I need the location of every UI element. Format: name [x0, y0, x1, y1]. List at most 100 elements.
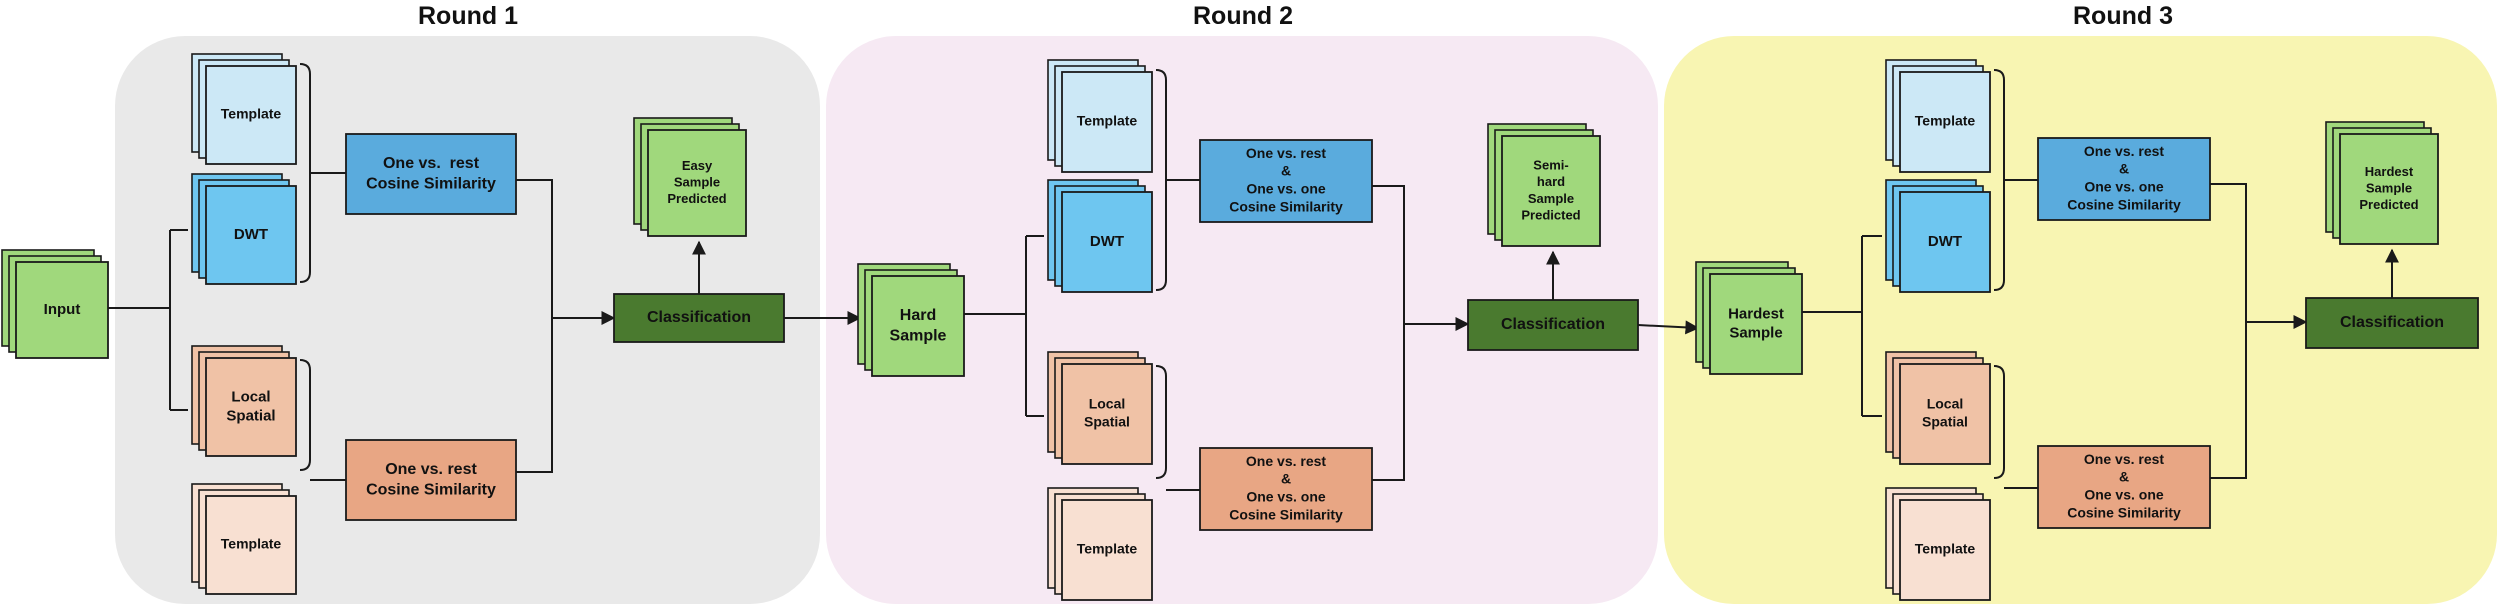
r1-predicted-stack-label-line-2: Sample: [674, 174, 720, 189]
input-stack-label: Input: [44, 301, 81, 318]
r1-template-top-stack-label: Template: [221, 106, 282, 122]
r3-blue-similarity-box-label-line-4: Cosine Similarity: [2067, 197, 2181, 213]
r3-dwt-stack-card: [1899, 191, 1991, 293]
r1-blue-similarity-box-label-line-1: One vs. rest: [383, 155, 480, 172]
r3-template-top-stack-label: Template: [1915, 113, 1976, 129]
r3-dwt-stack: DWT: [1885, 179, 1991, 293]
round-3-title: Round 3: [2073, 2, 2173, 30]
round-2-title: Round 2: [1193, 2, 1293, 30]
r3-sample-stack-label-line-2: Sample: [1729, 325, 1782, 342]
r2-predicted-stack-label-line-4: Predicted: [1521, 207, 1580, 222]
r3-template-bottom-stack-card: [1899, 499, 1991, 601]
r2-template-bottom-stack-label: Template: [1077, 541, 1138, 557]
r2-template-top-stack-label: Template: [1077, 113, 1138, 129]
r3-predicted-stack-label-line-1: Hardest: [2365, 164, 2414, 179]
r2-line-merge: [1372, 185, 1405, 481]
r2-blue-similarity-box-rect: [1199, 139, 1373, 223]
r3-sample-stack-card: [1709, 273, 1803, 375]
r1-local-spatial-stack-card: [205, 357, 297, 457]
r1-template-top-stack-card: [205, 65, 297, 165]
r3-classification-box: Classification: [2305, 297, 2479, 349]
r1-peach-similarity-box-label-line-2: Cosine Similarity: [366, 481, 496, 498]
r2-template-bottom-stack: Template: [1047, 487, 1153, 601]
r3-peach-similarity-box-label-line-3: One vs. one: [2084, 487, 2164, 503]
r2-local-spatial-stack-label-line-2: Spatial: [1084, 414, 1130, 430]
r1-local-spatial-stack-label-line-1: Local: [231, 388, 270, 405]
r2-predicted-stack-label-line-3: Sample: [1528, 191, 1574, 206]
r1-predicted-stack-card: [647, 129, 747, 237]
round-2-panel: [826, 36, 1658, 604]
r3-dwt-stack-label: DWT: [1928, 233, 1962, 250]
r1-template-bottom-stack-card: [205, 495, 297, 595]
r3-classification-box-label: Classification: [2340, 314, 2444, 331]
r1-local-spatial-stack-label-line-2: Spatial: [226, 408, 275, 425]
input-stack-card: [15, 261, 109, 359]
r3-peach-similarity-box-rect: [2037, 445, 2211, 529]
r3-peach-similarity-box-label-line-2: &: [2119, 469, 2129, 485]
r3-line-merge: [2210, 183, 2247, 479]
r1-template-bottom-stack: Template: [191, 483, 297, 595]
r1-peach-similarity-box-label-line-1: One vs. rest: [385, 461, 477, 478]
line-r2-to-r3: [1637, 320, 1700, 335]
r2-local-spatial-stack-card: [1061, 363, 1153, 465]
r2-blue-similarity-box-label-line-4: Cosine Similarity: [1229, 199, 1343, 215]
r2-sample-stack-label-line-2: Sample: [890, 327, 947, 344]
r3-local-spatial-stack-label-line-1: Local: [1927, 396, 1964, 412]
r2-peach-similarity-box-rect: [1199, 447, 1373, 531]
round-3-panel: [1664, 36, 2497, 604]
r1-dwt-stack-label: DWT: [234, 226, 268, 243]
r1-classification-box-rect: [613, 293, 785, 343]
r3-blue-similarity-box-label-line-3: One vs. one: [2084, 179, 2164, 195]
r1-predicted-stack-label-line-3: Predicted: [667, 191, 726, 206]
r2-local-spatial-stack-label-line-1: Local: [1089, 396, 1126, 412]
r3-blue-similarity-box-rect: [2037, 137, 2211, 221]
r3-local-spatial-stack-label-line-2: Spatial: [1922, 414, 1968, 430]
r2-blue-similarity-box-label-line-3: One vs. one: [1246, 181, 1326, 197]
r3-template-bottom-stack: Template: [1885, 487, 1991, 601]
r2-sample-stack-label-line-1: Hard: [900, 307, 936, 324]
r3-classification-box-rect: [2305, 297, 2479, 349]
input-stack: Input: [1, 249, 109, 359]
r2-blue-similarity-box-label-line-2: &: [1281, 163, 1291, 179]
r1-dwt-stack: DWT: [191, 173, 297, 285]
r2-dwt-stack-label: DWT: [1090, 233, 1124, 250]
r2-template-bottom-stack-card: [1061, 499, 1153, 601]
r1-template-top-stack: Template: [191, 53, 297, 165]
nodes: InputTemplateDWTLocalSpatialTemplateOne …: [1, 53, 2479, 601]
r2-template-top-stack: Template: [1047, 59, 1153, 173]
r1-peach-similarity-box-rect: [345, 439, 517, 521]
connector-lines: [108, 63, 2399, 491]
round-1-title: Round 1: [418, 2, 518, 30]
r1-template-bottom-stack-label: Template: [221, 536, 282, 552]
r2-classification-box: Classification: [1467, 299, 1639, 351]
r1-bracket-bottom: [299, 359, 311, 471]
r2-peach-similarity-box-label-line-1: One vs. rest: [1246, 453, 1326, 469]
r1-classification-box-label: Classification: [647, 309, 751, 326]
r3-template-bottom-stack-label: Template: [1915, 541, 1976, 557]
r2-blue-similarity-box-label-line-1: One vs. rest: [1246, 145, 1326, 161]
r2-peach-similarity-box-label-line-4: Cosine Similarity: [1229, 507, 1343, 523]
r2-peach-similarity-box-label-line-2: &: [1281, 471, 1291, 487]
r1-blue-similarity-box-label-line-2: Cosine Similarity: [366, 175, 496, 192]
r2-classification-box-label: Classification: [1501, 316, 1605, 333]
r1-dwt-stack-card: [205, 185, 297, 285]
r3-predicted-stack-card: [2339, 133, 2439, 245]
r3-bracket-bottom: [1993, 365, 2005, 479]
r2-bracket-bottom: [1155, 365, 1167, 479]
r3-local-spatial-stack-card: [1899, 363, 1991, 465]
r2-peach-similarity-box-label-line-3: One vs. one: [1246, 489, 1326, 505]
